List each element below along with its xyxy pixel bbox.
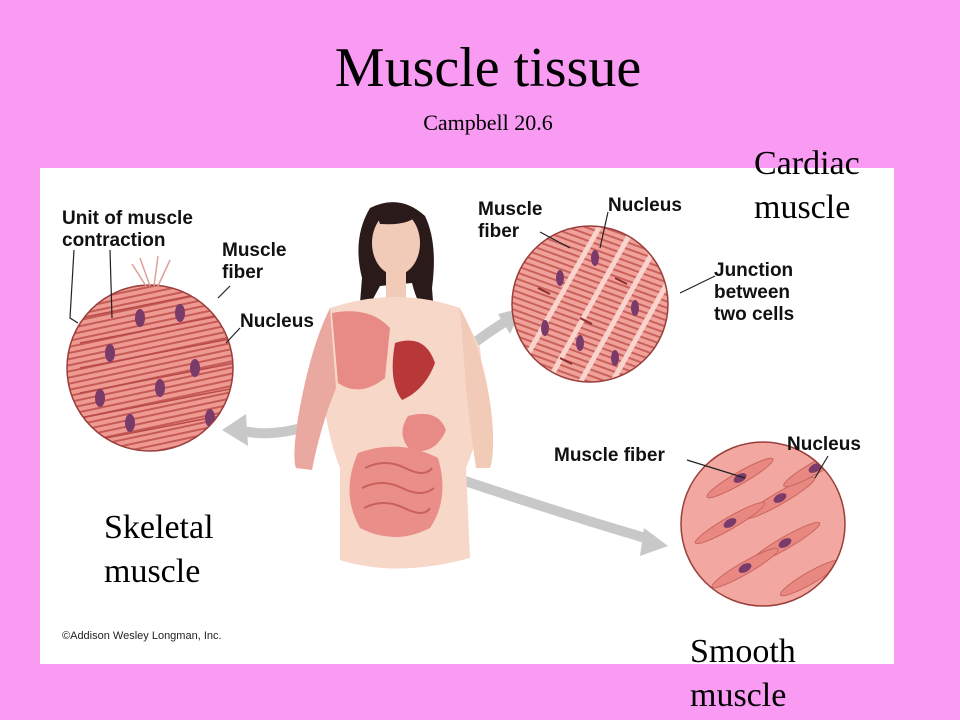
cardiac-fiber-line2: fiber [478, 221, 520, 242]
smooth-muscle-label: Smooth muscle [690, 630, 796, 718]
slide-title: Muscle tissue [334, 37, 642, 99]
smooth-label-line1: Smooth [690, 633, 796, 670]
junction-line2: between [714, 282, 791, 303]
smooth-label-line2: muscle [690, 677, 787, 714]
cardiac-nucleus-label: Nucleus [608, 195, 682, 216]
muscle-illustration [66, 202, 846, 607]
cardiac-label-line2: muscle [754, 189, 851, 226]
smooth-nucleus-label: Nucleus [787, 434, 861, 455]
skeletal-fiber-label: Muscle fiber [222, 240, 286, 284]
cardiac-fiber-label: Muscle fiber [478, 199, 542, 243]
junction-label: Junction between two cells [714, 260, 794, 326]
unit-label-line1: Unit of muscle [62, 208, 193, 229]
unit-of-contraction-label: Unit of muscle contraction [62, 208, 193, 252]
skeletal-muscle-circle [67, 285, 233, 451]
leader-lines [69, 211, 829, 479]
copyright-notice: ©Addison Wesley Longman, Inc. [62, 630, 222, 642]
human-figure [294, 202, 494, 569]
cardiac-muscle-circle [512, 226, 668, 382]
skeletal-label-line2: muscle [104, 553, 201, 590]
skeletal-fiber-line1: Muscle [222, 240, 287, 261]
fiber-tuft [131, 255, 171, 287]
junction-line1: Junction [714, 260, 794, 281]
muscle-figure: Unit of muscle contraction Muscle fiber … [40, 168, 894, 664]
skeletal-fiber-line2: fiber [222, 262, 264, 283]
unit-label-line2: contraction [62, 230, 166, 251]
cardiac-label-line1: Cardiac [754, 145, 860, 182]
smooth-muscle-circle [681, 442, 845, 606]
junction-line3: two cells [714, 304, 795, 325]
slide-subtitle: Campbell 20.6 [423, 110, 553, 135]
arrow-head-smooth [640, 528, 668, 556]
skeletal-muscle-label: Skeletal muscle [104, 506, 214, 594]
skeletal-label-line1: Skeletal [104, 509, 214, 546]
arrow-head-skeletal [222, 414, 248, 446]
skeletal-nucleus-label: Nucleus [240, 311, 314, 332]
arrow-to-smooth [445, 471, 657, 545]
cardiac-fiber-line1: Muscle [478, 199, 543, 220]
cardiac-muscle-label: Cardiac muscle [754, 142, 860, 230]
smooth-fiber-label: Muscle fiber [554, 445, 665, 466]
